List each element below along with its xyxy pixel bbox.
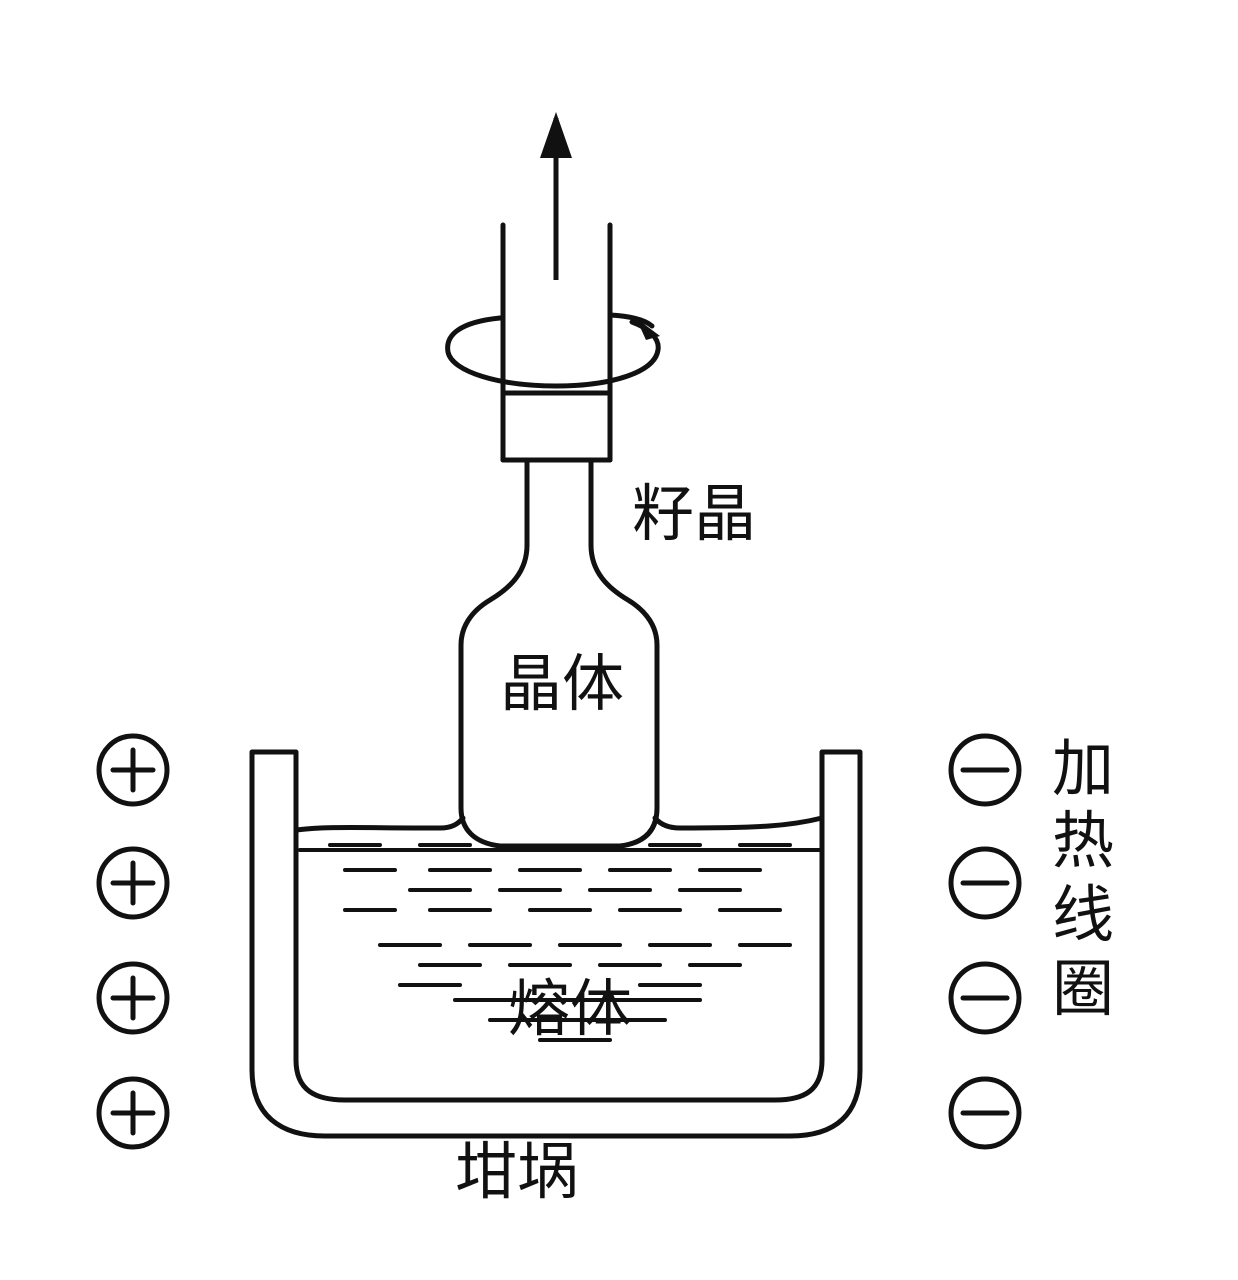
left-coil <box>96 733 170 1150</box>
plus-icon <box>96 1076 170 1150</box>
label-crystal: 晶体 <box>500 647 624 720</box>
plus-icon <box>96 846 170 920</box>
minus-icon <box>948 1076 1022 1150</box>
crucible <box>249 749 863 1139</box>
label-crucible: 坩埚 <box>455 1135 579 1208</box>
pull-arrow-icon <box>540 112 572 280</box>
label-heating-coil-3: 线 <box>1052 878 1114 951</box>
rotation-arrow-icon <box>445 312 661 389</box>
melt-surface <box>293 815 825 833</box>
minus-icon <box>948 961 1022 1035</box>
label-heating-coil-1: 加 <box>1052 732 1114 805</box>
minus-icon <box>948 733 1022 807</box>
label-melt: 熔体 <box>508 972 632 1045</box>
plus-icon <box>96 961 170 1035</box>
plus-icon <box>96 733 170 807</box>
right-coil <box>948 733 1022 1150</box>
melt-dashes <box>298 843 822 1042</box>
crystal-body <box>458 457 660 849</box>
label-heating-coil-2: 热 <box>1052 804 1114 877</box>
minus-icon <box>948 846 1022 920</box>
label-seed-crystal: 籽晶 <box>632 477 756 550</box>
label-heating-coil-4: 圈 <box>1052 952 1114 1025</box>
